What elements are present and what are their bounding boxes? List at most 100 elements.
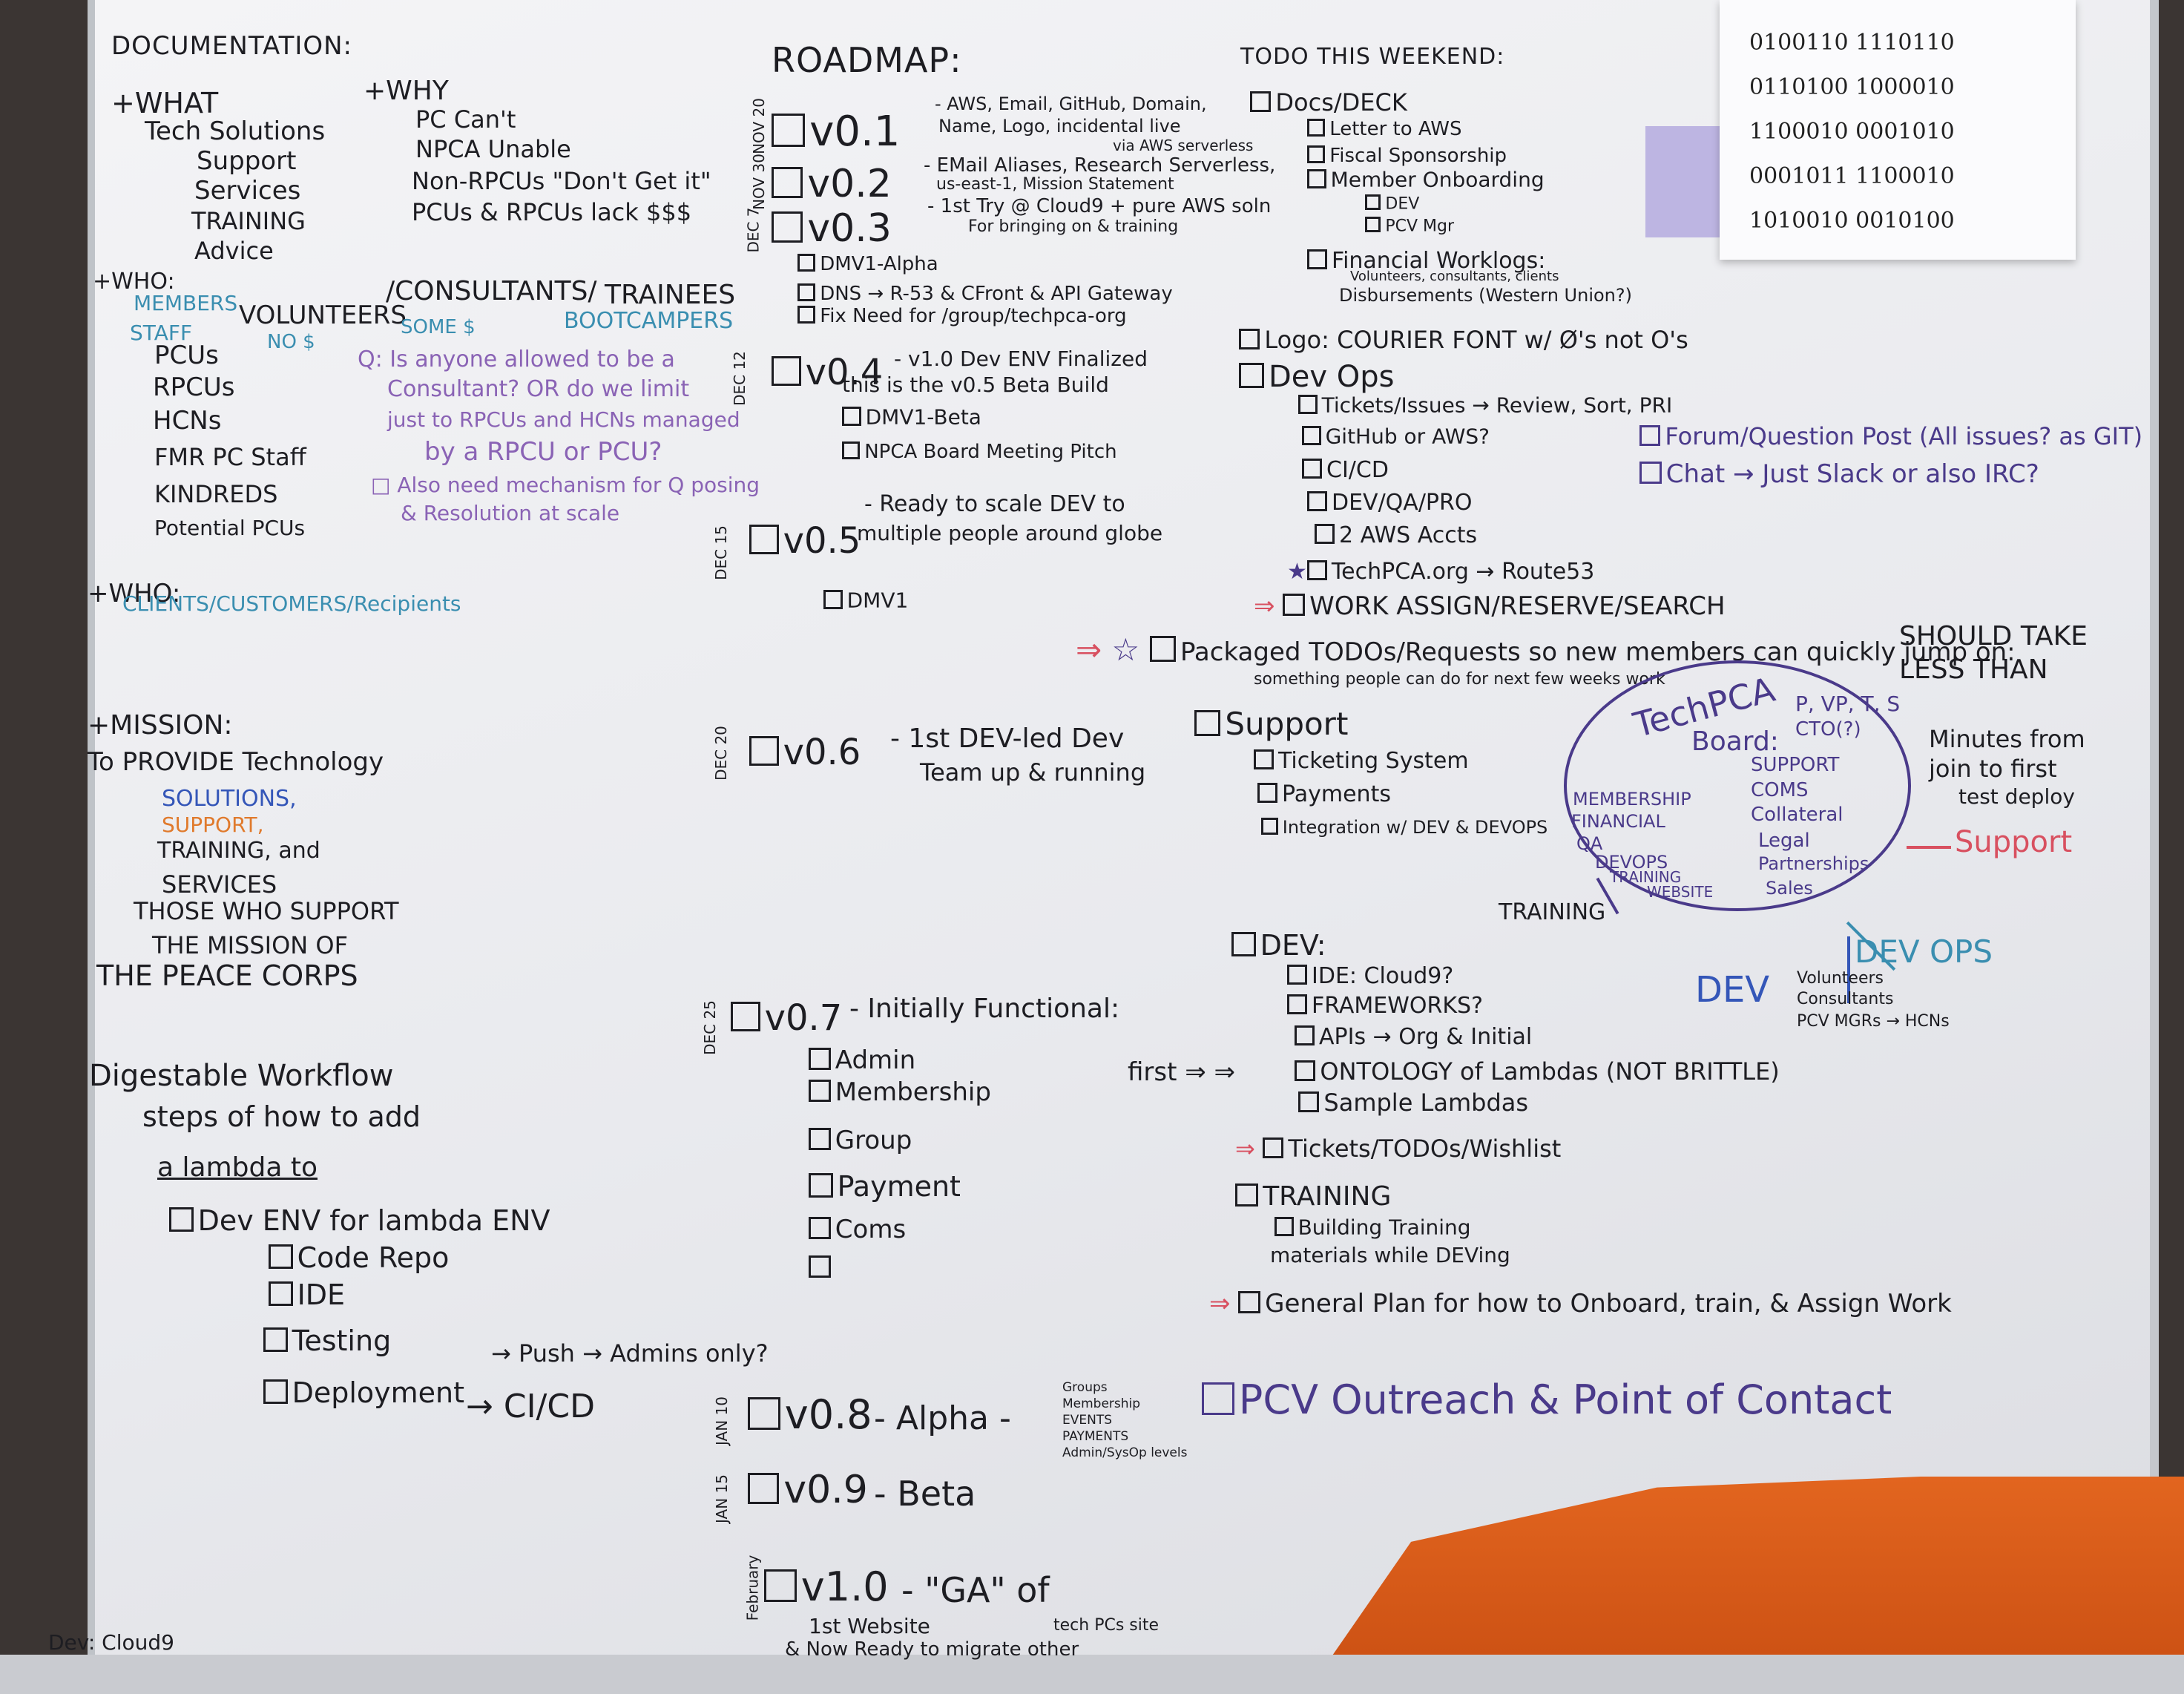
v03-note: For bringing on & training [968, 217, 1179, 236]
v03-item-label: DNS → R-53 & CFront & API Gateway [820, 283, 1173, 306]
v02-note: - EMail Aliases, Research Serverless, [924, 154, 1276, 177]
training-item: Building Training [1274, 1217, 1471, 1238]
org-left-item: TRAINING [1610, 868, 1682, 886]
mission-solutions: SOLUTIONS, [162, 786, 297, 812]
trainees-label: TRAINEES [605, 280, 736, 310]
devops-item: Tickets/Issues → Review, Sort, PRI [1298, 395, 1672, 416]
v01-label: v0.1 [809, 108, 901, 156]
v07-item: Payment [809, 1172, 961, 1201]
checkbox-icon [1254, 749, 1274, 769]
binary-line: 0100110 1110110 [1749, 30, 1955, 56]
checkbox-icon [1238, 1291, 1261, 1313]
v03-label: v0.3 [807, 206, 892, 251]
who-item: KINDREDS [154, 480, 278, 508]
support-item: Ticketing System [1254, 749, 1469, 772]
todo-chat: Chat → Just Slack or also IRC? [1639, 462, 2039, 487]
checkbox-icon [1306, 560, 1327, 580]
org-left-item: QA [1576, 833, 1603, 854]
todo-dev-label: DEV: [1260, 929, 1326, 962]
workflow-line: Digestable Workflow [89, 1059, 394, 1093]
binary-sticky-note: 0100110 1110110 0110100 1000010 1100010 … [1720, 0, 2076, 260]
checkbox-icon [823, 590, 843, 609]
v07-item: Coms [809, 1217, 906, 1242]
dev-item-label: IDE: Cloud9? [1312, 963, 1454, 989]
todo-packaged: ⇒ ☆ Packaged TODOs/Requests so new membe… [1076, 634, 2016, 666]
checkbox-icon [269, 1244, 293, 1269]
dev-item-label: APIs → Org & Initial [1319, 1024, 1533, 1050]
v07-item-label: Coms [835, 1215, 907, 1244]
todo-devops: Dev Ops [1239, 362, 1395, 392]
checkbox-checked-icon [809, 1048, 831, 1070]
v10-note: & Now Ready to migrate other [785, 1638, 1079, 1661]
mission-support: SUPPORT, [162, 812, 264, 837]
marker-tray [0, 1655, 2184, 1694]
v10-note: tech PCs site [1053, 1616, 1160, 1635]
consultants-label: /CONSULTANTS/ [386, 276, 597, 306]
v04-row: v0.4 [772, 355, 883, 390]
v02-date: NOV 30 [749, 154, 768, 210]
checkbox-icon [731, 1002, 760, 1031]
org-right-item: SUPPORT [1751, 754, 1840, 776]
checkbox-icon [263, 1327, 288, 1352]
volunteers-label: VOLUNTEERS [239, 301, 407, 330]
todo-forum-label: Forum/Question Post (All issues? as GIT) [1665, 422, 2143, 450]
v01-date: NOV 20 [749, 98, 768, 154]
v03-item: DMV1-Alpha [797, 254, 938, 274]
org-left-item: DEVOPS [1595, 852, 1668, 873]
checkbox-icon [169, 1207, 194, 1232]
why-item: Non-RPCUs "Don't Get it" [412, 167, 711, 195]
question-line: & Resolution at scale [401, 501, 620, 525]
why-header: +WHY [364, 76, 449, 106]
support-item-label: Integration w/ DEV & DEVOPS [1282, 816, 1548, 838]
checkbox-checked-icon [772, 113, 806, 147]
checkbox-icon [1307, 169, 1326, 188]
v04-label: v0.4 [805, 352, 884, 393]
org-support-label: Support [1955, 825, 2073, 859]
todo-docs-item: PCV Mgr [1365, 217, 1454, 234]
v07-item: Group [809, 1128, 912, 1153]
v08-side: PAYMENTS [1062, 1429, 1129, 1444]
pcv-outreach: PCV Outreach & Point of Contact [1202, 1380, 1892, 1420]
workflow-item-label: Deployment [292, 1376, 465, 1409]
v07-item: Membership [809, 1080, 991, 1105]
who-header: +WHO: [93, 269, 175, 295]
double-arrow-icon: ⇒ ⇒ [1177, 1057, 1236, 1087]
star-icon: ★ [1287, 559, 1307, 585]
todo-financial-sub: Volunteers, consultants, clients [1350, 269, 1559, 284]
todo-financial: Financial Worklogs: [1307, 249, 1545, 272]
dev-item-label: ONTOLOGY of Lambdas (NOT BRITTLE) [1320, 1057, 1780, 1086]
v01-note: via AWS serverless [1113, 137, 1254, 154]
what-item: Tech Solutions [145, 116, 326, 146]
dev-chain-item: Consultants [1797, 990, 1894, 1008]
todo-packaged-sub: something people can do for next few wee… [1254, 670, 1665, 689]
who-members: MEMBERS [134, 291, 238, 315]
mission-line: THOSE WHO SUPPORT [134, 897, 399, 925]
what-item: TRAINING [191, 207, 306, 235]
checkbox-icon [1202, 1382, 1234, 1415]
v03-item: Fix Need for /group/techpca-org [797, 306, 1127, 326]
v07-item [809, 1255, 835, 1281]
minutes-line: join to first [1929, 755, 2057, 783]
checkbox-icon [749, 736, 779, 766]
what-header: +WHAT [111, 87, 219, 119]
v01-note: - AWS, Email, GitHub, Domain, [935, 93, 1207, 114]
workflow-item-label: Code Repo [297, 1241, 450, 1274]
checkbox-icon [809, 1080, 831, 1102]
org-circle [1564, 660, 1911, 911]
v08-row: v0.8 [748, 1395, 872, 1435]
who-item: Potential PCUs [154, 516, 306, 540]
todo-support-label: Support [1225, 706, 1349, 742]
footer-note: Dev: Cloud9 [48, 1630, 174, 1655]
checkbox-icon [1239, 363, 1264, 388]
dev-item-label: Sample Lambdas [1323, 1089, 1529, 1117]
v05-label: v0.5 [783, 520, 861, 562]
devops-item: ⇒ WORK ASSIGN/RESERVE/SEARCH [1254, 594, 1726, 619]
who2-header: +WHO: [88, 579, 181, 608]
checkbox-icon [263, 1379, 288, 1404]
checkbox-icon [1295, 1025, 1315, 1045]
workflow-cicd: → CI/CD [466, 1388, 595, 1425]
question-line: by a RPCU or PCU? [424, 437, 662, 467]
v02-label: v0.2 [807, 162, 892, 206]
v03-item: DNS → R-53 & CFront & API Gateway [797, 283, 1173, 303]
workflow-item: Deployment [263, 1379, 464, 1407]
